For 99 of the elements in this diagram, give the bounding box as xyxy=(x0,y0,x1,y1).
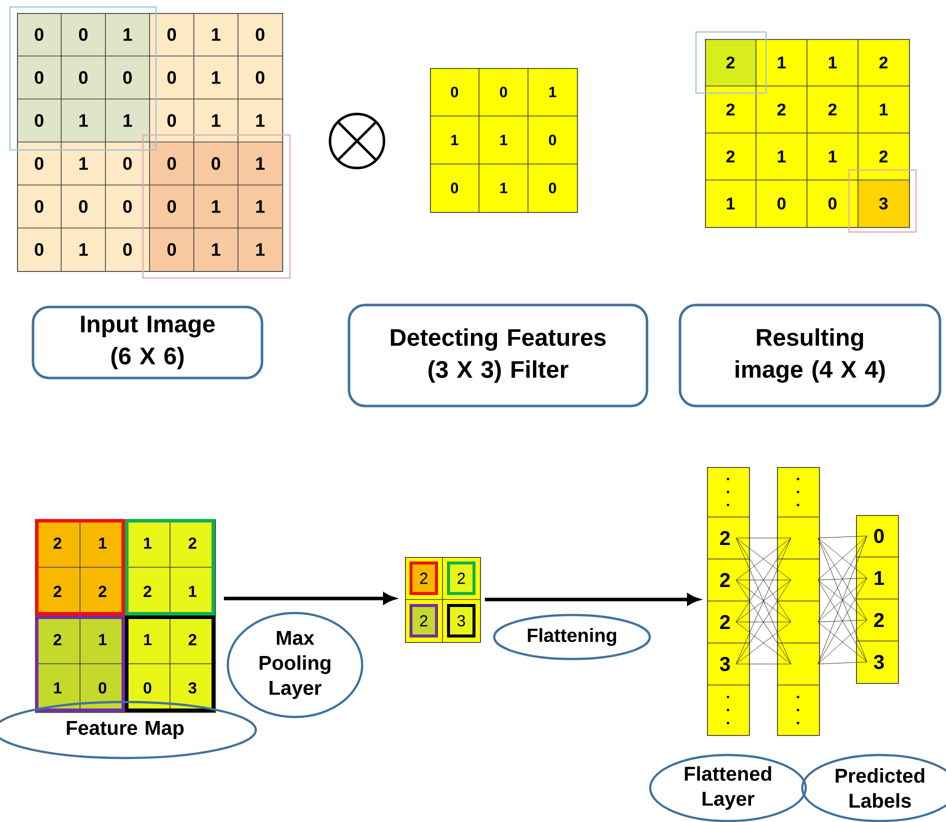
cell-value: 0 xyxy=(828,197,837,210)
cell-value: 2 xyxy=(54,538,62,549)
cell-value: 0 xyxy=(144,682,152,694)
cell-value: 2 xyxy=(720,573,730,587)
cell-value: 0 xyxy=(167,28,176,41)
number-grid xyxy=(856,515,899,684)
cell-value: 0 xyxy=(777,197,786,210)
cell-value: 3 xyxy=(188,682,196,694)
cell-value: 0 xyxy=(123,200,132,213)
cell-value: 2 xyxy=(726,104,735,116)
cell-value: 1 xyxy=(778,150,786,162)
cell-value: 1 xyxy=(99,634,106,646)
cell-value: 1 xyxy=(99,538,106,549)
cell-value: 1 xyxy=(124,114,132,127)
cell-value: 0 xyxy=(874,528,884,544)
cell-value: 0 xyxy=(450,86,458,98)
cell-value: 2 xyxy=(726,56,735,68)
cell-value: 0 xyxy=(123,157,132,170)
cell-value: 1 xyxy=(256,114,265,127)
cell-value: 0 xyxy=(167,114,176,127)
cell-value: 0 xyxy=(98,682,106,694)
cell-value: 2 xyxy=(879,150,888,162)
cell-value: 1 xyxy=(500,182,508,194)
cell-value: 0 xyxy=(123,243,132,256)
label-box: Resulting image (4 X 4) xyxy=(678,304,942,408)
cell-value: 2 xyxy=(726,150,735,162)
cell-value: 3 xyxy=(874,654,884,670)
cell-value: 2 xyxy=(720,531,730,545)
cell-value: 0 xyxy=(34,157,44,170)
cell-value: 2 xyxy=(188,634,196,646)
cell-value: 0 xyxy=(123,71,132,84)
cell-value: 2 xyxy=(420,572,428,584)
cell-value: 1 xyxy=(79,114,88,127)
cell-value: 1 xyxy=(874,571,884,585)
cell-value: 2 xyxy=(54,634,62,646)
cell-value: 3 xyxy=(457,615,465,626)
cell-value: 2 xyxy=(188,538,196,549)
label-box: Input Image (6 X 6) xyxy=(32,306,264,380)
cell-value: 1 xyxy=(880,104,888,116)
cell-value: 1 xyxy=(549,86,556,98)
cell-value: 3 xyxy=(879,197,888,210)
cell-value: 3 xyxy=(720,656,730,672)
cell-value: 1 xyxy=(144,634,152,646)
number-grid xyxy=(706,467,750,736)
cell-value: 1 xyxy=(500,134,508,146)
cell-value: 1 xyxy=(212,200,220,213)
cell-value: 1 xyxy=(212,114,220,127)
cell-value: 0 xyxy=(167,71,176,84)
cell-value: 0 xyxy=(256,71,264,84)
cell-value: 1 xyxy=(212,243,220,256)
cell-value: 1 xyxy=(124,28,132,41)
cell-value: 0 xyxy=(34,71,44,84)
cell-value: 0 xyxy=(34,243,44,256)
cell-value: 2 xyxy=(777,104,786,116)
cell-value: 2 xyxy=(879,56,888,68)
cell-value: 2 xyxy=(54,586,62,597)
cell-value: 2 xyxy=(144,586,152,597)
cell-value: 1 xyxy=(256,243,265,256)
cell-value: 0 xyxy=(167,200,176,213)
cell-value: 1 xyxy=(778,56,786,68)
number-grid xyxy=(16,12,284,272)
cell-value: 1 xyxy=(79,157,88,170)
number-grid xyxy=(34,518,216,713)
cell-value: 1 xyxy=(212,71,220,84)
cell-value: 1 xyxy=(256,157,265,170)
cell-value: 0 xyxy=(79,200,88,213)
number-grid xyxy=(776,467,820,736)
cell-value: 0 xyxy=(548,182,556,194)
label-box: Detecting Features (3 X 3) Filter xyxy=(348,304,648,408)
cell-value: 0 xyxy=(79,71,88,84)
cell-value: 1 xyxy=(144,538,152,549)
cell-value: 2 xyxy=(98,586,106,597)
cell-value: 0 xyxy=(167,243,176,256)
cell-value: 0 xyxy=(79,28,88,41)
cell-value: 0 xyxy=(548,134,556,146)
cell-value: 1 xyxy=(828,56,837,68)
cell-value: 0 xyxy=(256,28,264,41)
cell-value: 1 xyxy=(79,243,88,256)
cell-value: 0 xyxy=(500,86,508,98)
cell-value: 0 xyxy=(450,182,458,194)
cell-value: 2 xyxy=(874,613,884,627)
cell-value: 0 xyxy=(34,114,44,127)
cell-value: 0 xyxy=(212,157,220,170)
cell-value: 2 xyxy=(420,615,428,626)
cell-value: 1 xyxy=(212,28,220,41)
cell-value: 2 xyxy=(828,104,837,116)
cell-value: 1 xyxy=(256,200,265,213)
cell-value: 0 xyxy=(34,28,44,41)
cell-value: 1 xyxy=(726,198,735,210)
cell-value: 0 xyxy=(34,200,44,213)
cell-value: 1 xyxy=(451,134,458,146)
cell-value: 1 xyxy=(189,586,196,597)
cell-value: 1 xyxy=(54,682,62,694)
number-grid xyxy=(430,68,578,213)
cell-value: 1 xyxy=(828,150,837,162)
cell-value: 0 xyxy=(167,157,176,170)
number-grid xyxy=(704,38,910,228)
cell-value: 2 xyxy=(458,572,465,584)
cell-value: 2 xyxy=(720,615,730,629)
